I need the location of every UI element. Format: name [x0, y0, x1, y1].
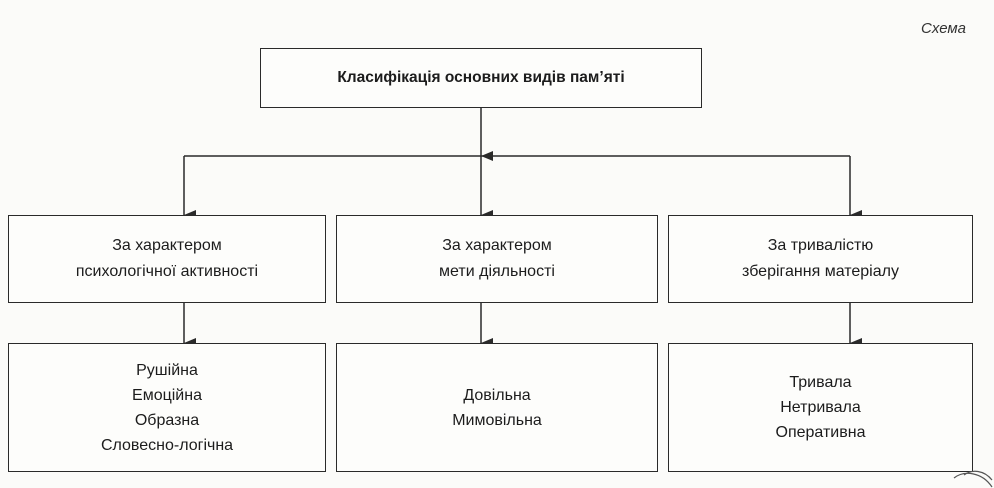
leaf-item: Образна — [134, 411, 200, 429]
root-title: Класифікація основних видів пам’яті — [337, 69, 625, 86]
leaf-item: Оперативна — [775, 424, 866, 441]
leaf-item: Емоційна — [132, 386, 202, 404]
category-3-line-1: За тривалістю — [767, 237, 874, 254]
page-curl-mark — [953, 470, 993, 488]
category-3-line-2: зберігання матеріалу — [742, 263, 899, 280]
category-box-retention-duration: За тривалістю зберігання матеріалу — [668, 215, 973, 303]
leaf-item: Рушійна — [136, 361, 198, 379]
leaf-item: Мимовільна — [452, 411, 542, 429]
category-2-line-1: За характером — [442, 237, 552, 254]
category-box-psychological-activity: За характером психологічної активності — [8, 215, 326, 303]
leaf-item: Тривала — [789, 374, 852, 391]
diagram-caption: Схема — [921, 20, 966, 37]
leaf-item: Нетривала — [780, 399, 861, 416]
leaf-box-activity-goal: Довільна Мимовільна — [336, 343, 658, 472]
leaf-item: Словесно-логічна — [100, 436, 234, 454]
root-box: Класифікація основних видів пам’яті — [260, 48, 702, 108]
leaf-box-psychological-activity: Рушійна Емоційна Образна Словесно-логічн… — [8, 343, 326, 472]
leaf-box-retention-duration: Тривала Нетривала Оперативна — [668, 343, 973, 472]
category-1-line-1: За характером — [112, 237, 222, 254]
category-box-activity-goal: За характером мети діяльності — [336, 215, 658, 303]
category-2-line-2: мети діяльності — [439, 263, 555, 280]
category-1-line-2: психологічної активності — [75, 263, 259, 280]
leaf-item: Довільна — [463, 386, 531, 404]
